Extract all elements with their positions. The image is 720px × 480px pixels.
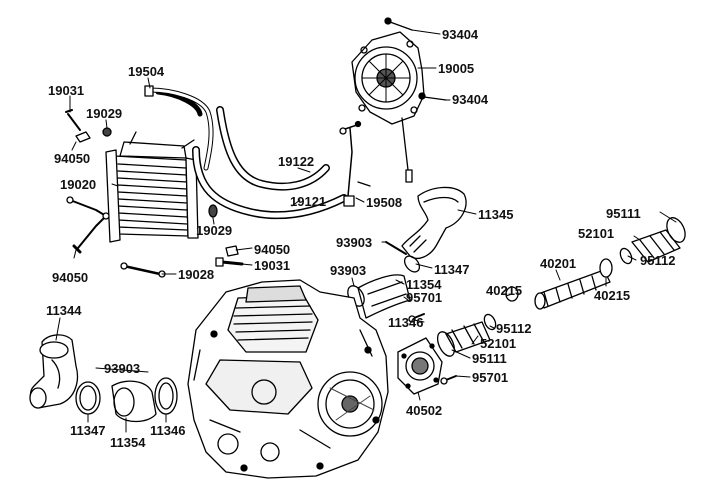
seal-40215-right — [599, 258, 613, 278]
intake-duct-11345 — [401, 186, 467, 260]
clamp-95112-right — [619, 247, 633, 265]
label-95701-lower: 95701 — [472, 370, 509, 385]
label-11345: 11345 — [478, 207, 514, 222]
label-19122: 19122 — [278, 154, 315, 169]
cooling-fan-drawing — [351, 31, 425, 183]
screw-93404-top — [384, 17, 413, 31]
label-19031-top: 19031 — [48, 83, 85, 98]
bolt-19031 — [65, 109, 81, 131]
label-11354-lower: 11354 — [110, 435, 146, 450]
label-94050-top: 94050 — [54, 151, 91, 166]
label-19504: 19504 — [128, 64, 165, 79]
duct-11354-lower — [111, 380, 157, 423]
clamp-11347-lower — [75, 381, 101, 415]
label-11344: 11344 — [46, 303, 82, 318]
label-19029-mid: 19029 — [196, 223, 233, 238]
label-93404-top: 93404 — [442, 27, 479, 42]
label-11346-lower: 11346 — [150, 423, 186, 438]
label-11354-upper: 11354 — [406, 277, 442, 292]
bolt-95701-lower — [440, 375, 457, 385]
nut-19029-upper — [102, 127, 112, 137]
fitting-19508 — [339, 120, 371, 207]
clamp-11346-lower — [154, 377, 178, 415]
clamp-95112-left — [483, 313, 497, 331]
label-40502: 40502 — [406, 403, 443, 418]
label-95112-right: 95112 — [640, 253, 676, 268]
label-40215-left: 40215 — [486, 283, 523, 298]
label-93903-upper: 93903 — [336, 235, 373, 250]
label-95111-left: 95111 — [472, 351, 507, 366]
flange-40502 — [397, 337, 443, 395]
nut-19029-lower — [208, 204, 218, 218]
duct-11354-upper — [357, 274, 411, 319]
label-19508: 19508 — [366, 195, 403, 210]
bracket-lower-left — [66, 196, 110, 254]
shaft-40201 — [534, 269, 611, 310]
label-95701-upper: 95701 — [406, 290, 443, 305]
label-40215-right: 40215 — [594, 288, 631, 303]
leader-lines — [55, 29, 677, 433]
label-94050-lower: 94050 — [52, 270, 89, 285]
engine-assembly — [187, 279, 389, 479]
boot-52101-right — [631, 229, 681, 263]
leader-93903-lower — [95, 367, 149, 373]
washer-94050-lower — [225, 245, 239, 257]
stay-19028 — [120, 262, 166, 278]
label-19029-top: 19029 — [86, 106, 123, 121]
label-19121: 19121 — [290, 194, 327, 209]
clamp-11347-upper — [403, 255, 421, 273]
hose-19121 — [192, 146, 348, 220]
hose-19504 — [144, 85, 214, 171]
screw-93404-right — [418, 92, 447, 101]
label-95112-left: 95112 — [496, 321, 532, 336]
label-11347-lower: 11347 — [70, 423, 106, 438]
label-11347-upper: 11347 — [434, 262, 470, 277]
label-40201: 40201 — [540, 256, 577, 271]
label-11346-upper: 11346 — [388, 315, 424, 330]
label-93404-right: 93404 — [452, 92, 489, 107]
label-94050-mid: 94050 — [254, 242, 291, 257]
clamp-93903-upper — [385, 241, 407, 255]
label-93903-mid: 93903 — [330, 263, 367, 278]
clamp-95111-left — [436, 331, 456, 357]
hose-19122 — [216, 106, 330, 191]
boot-52101-left — [445, 321, 491, 353]
bolt-95701-upper — [408, 313, 425, 323]
label-19005: 19005 — [438, 61, 475, 76]
label-19031-mid: 19031 — [254, 258, 291, 273]
label-95111-right: 95111 — [606, 206, 641, 221]
intake-boot-11344 — [29, 334, 79, 409]
label-19020: 19020 — [60, 177, 97, 192]
label-93903-lower: 93903 — [104, 361, 141, 376]
bolt-19031-lower — [215, 257, 244, 267]
washer-94050-upper — [75, 131, 91, 143]
radiator-drawing — [105, 131, 199, 243]
label-52101-right: 52101 — [578, 226, 615, 241]
label-19028: 19028 — [178, 267, 215, 282]
label-52101-left: 52101 — [480, 336, 517, 351]
